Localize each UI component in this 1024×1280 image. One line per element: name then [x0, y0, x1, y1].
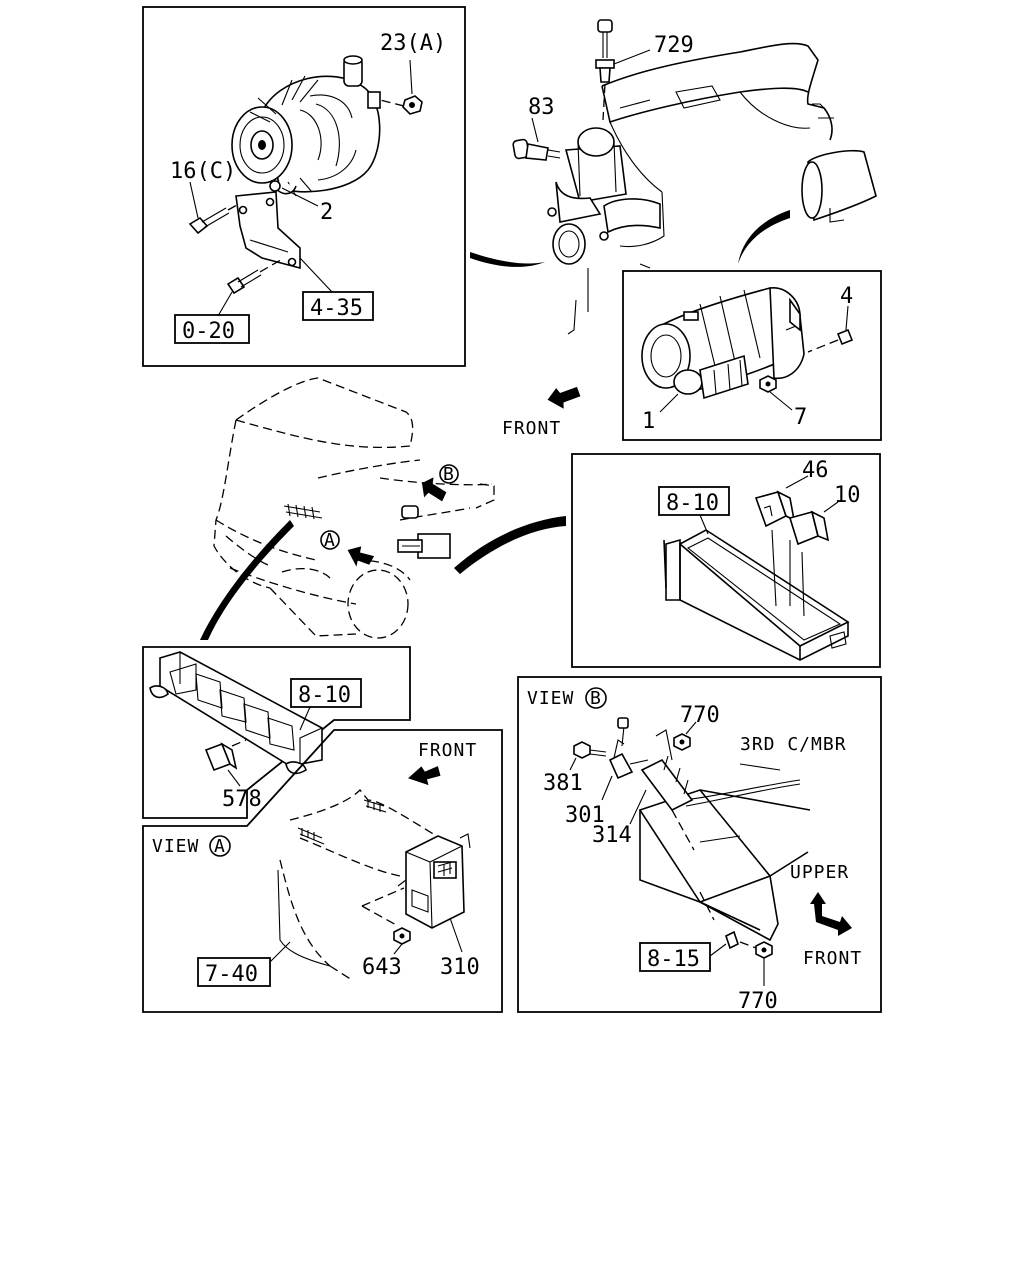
- callout-770-bottom: 770: [738, 989, 778, 1014]
- callout-381: 381: [543, 771, 583, 796]
- view-b-panel: [517, 676, 882, 1013]
- callout-8-10-block: 8-10: [298, 683, 351, 708]
- view-a-marker-circle: [209, 835, 231, 857]
- callout-83: 83: [528, 95, 555, 120]
- leader-8-15: [709, 943, 727, 957]
- view-a-arrow-icon: [347, 546, 375, 567]
- front-arrow-icon: [547, 386, 581, 409]
- leader-8-10-relay: [699, 514, 709, 535]
- view-b-word: VIEW: [527, 688, 574, 709]
- pointer-swoosh-relay-box: [454, 516, 566, 574]
- ref-box-8-10-block: [290, 678, 362, 708]
- bolt-16c: [188, 181, 247, 235]
- callout-0-20: 0-20: [182, 319, 235, 344]
- callout-578: 578: [222, 787, 262, 812]
- bolt-0-20: [217, 257, 285, 317]
- callout-8-15: 8-15: [647, 947, 700, 972]
- ref-box-0-20: [174, 314, 250, 344]
- truck-cab: [213, 377, 495, 639]
- callout-770-top: 770: [680, 703, 720, 728]
- relay-box-drawing: [663, 529, 850, 661]
- nut-7: [759, 375, 793, 411]
- view-b-arrow-icon: [421, 477, 447, 502]
- ref-box-8-10-relay: [658, 486, 730, 516]
- marker-b-circle: [439, 464, 459, 484]
- alternator-drawing: [231, 55, 381, 197]
- label-front-main: FRONT: [502, 418, 561, 439]
- callout-729: 729: [654, 33, 694, 58]
- ref-box-4-35: [302, 291, 374, 321]
- label-front-view-a: FRONT: [418, 740, 477, 761]
- callout-2: 2: [320, 200, 333, 225]
- view-a-drawing: [277, 789, 471, 981]
- relay-block-drawing: [149, 651, 323, 775]
- view-b-marker-circle: [585, 687, 607, 709]
- ref-box-7-40: [197, 957, 271, 987]
- nut-23a: [379, 59, 423, 115]
- callout-8-10-relay: 8-10: [666, 491, 719, 516]
- callout-10: 10: [834, 483, 861, 508]
- callout-1: 1: [642, 409, 655, 434]
- nut-770-top: [673, 721, 697, 751]
- leader-314: [629, 789, 647, 825]
- label-third-member: 3RD C/MBR: [740, 734, 847, 755]
- leader-7-40: [269, 941, 291, 963]
- bolt-4: [807, 305, 854, 353]
- callout-7-40: 7-40: [205, 962, 258, 987]
- callout-643: 643: [362, 955, 402, 980]
- view-a-marker: A: [214, 836, 226, 857]
- view-a-word: VIEW: [152, 836, 199, 857]
- ref-box-8-15: [639, 942, 711, 972]
- engine-block: [547, 42, 834, 335]
- sensor-83: [512, 117, 561, 161]
- front-arrow-view-a-icon: [408, 766, 441, 786]
- marker-a-circle: [320, 530, 340, 550]
- callout-16c: 16(C): [170, 159, 236, 184]
- upper-front-arrow-icon: [810, 892, 852, 936]
- callout-314: 314: [592, 823, 632, 848]
- callout-7: 7: [794, 405, 807, 430]
- leader-2: [281, 187, 319, 207]
- callout-310: 310: [440, 955, 480, 980]
- leader-8-10-block: [299, 706, 311, 731]
- label-upper: UPPER: [790, 862, 849, 883]
- relay-46: [754, 475, 809, 528]
- callout-23a: 23(A): [380, 31, 446, 56]
- leader-301: [601, 775, 613, 801]
- alternator-panel: [142, 6, 466, 367]
- marker-b: B: [443, 464, 455, 485]
- view-b-marker: B: [590, 688, 602, 709]
- view-b-drawing: [608, 717, 811, 942]
- relay-10: [788, 501, 839, 546]
- nut-643: [393, 927, 411, 955]
- pointer-swoosh-relay-block: [200, 520, 294, 640]
- marker-a: A: [324, 530, 336, 551]
- starter-drawing: [641, 287, 805, 400]
- label-front-view-b: FRONT: [803, 948, 862, 969]
- callout-4: 4: [840, 284, 853, 309]
- view-a-panel: [142, 729, 503, 1013]
- pointer-swoosh-alternator: [470, 252, 545, 267]
- leader-1: [659, 393, 679, 413]
- nut-770-bottom: [725, 930, 773, 986]
- relay-578: [204, 739, 247, 787]
- bracket-4-35: [235, 191, 333, 293]
- pointer-swoosh-starter: [738, 210, 790, 264]
- bolt-381: [569, 741, 607, 771]
- starter-panel: [622, 270, 882, 441]
- callout-46: 46: [802, 458, 829, 483]
- callout-4-35: 4-35: [310, 296, 363, 321]
- sender-729: [595, 19, 651, 121]
- callout-301: 301: [565, 803, 605, 828]
- relay-box-panel: [571, 453, 881, 668]
- leader-310: [449, 917, 463, 953]
- starter-on-engine: [801, 149, 877, 223]
